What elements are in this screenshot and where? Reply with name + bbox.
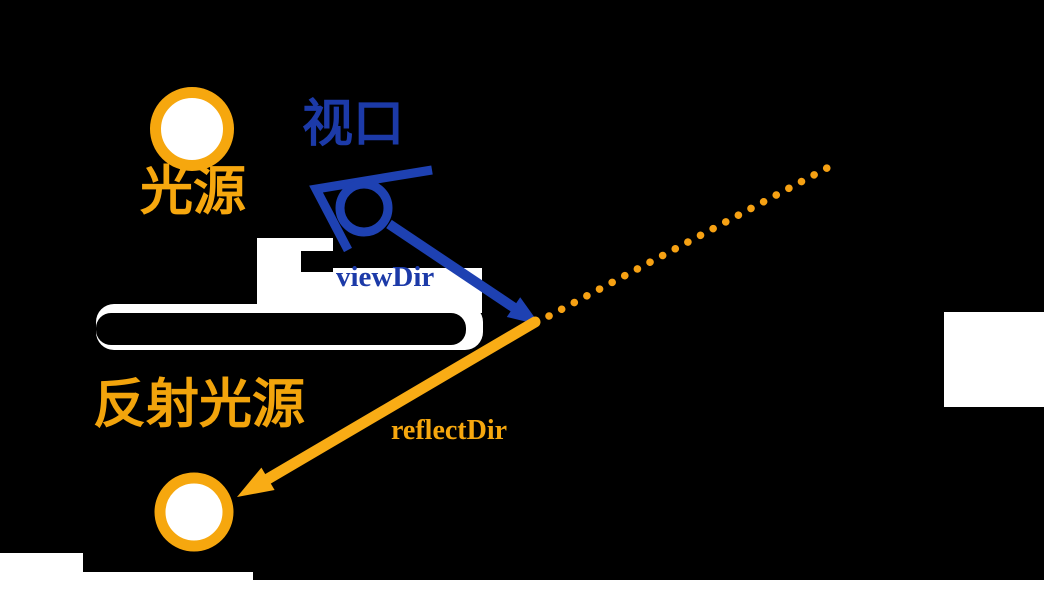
light-source-circle-icon bbox=[150, 87, 234, 171]
reflected-light-source-label: 反射光源 bbox=[93, 376, 305, 434]
white-artifact-bottom-left bbox=[0, 553, 83, 600]
white-artifact-notch bbox=[301, 251, 333, 272]
reflect-dir-shaft bbox=[260, 316, 541, 486]
reflect-dir-arrowhead bbox=[237, 467, 275, 497]
viewport-label: 视口 bbox=[302, 97, 405, 153]
view-dir-shaft bbox=[386, 219, 519, 314]
eye-pupil bbox=[335, 179, 393, 237]
light-source-label: 光源 bbox=[140, 163, 246, 221]
view-dir-label: viewDir bbox=[336, 261, 435, 293]
white-artifact-bottom-mid bbox=[83, 572, 253, 600]
reflected-light-source-circle-icon bbox=[154, 472, 234, 552]
white-artifact-viewdir bbox=[330, 268, 482, 313]
surface-bar bbox=[96, 313, 466, 345]
eye-icon bbox=[309, 165, 433, 253]
reflect-dir-label: reflectDir bbox=[391, 415, 508, 446]
white-artifact-bottom-strip bbox=[253, 580, 1044, 600]
reflected-ray-dotted-line bbox=[545, 164, 831, 320]
eye-lid-strokes bbox=[309, 165, 433, 253]
white-artifact-right-block bbox=[944, 312, 1044, 407]
reflect-dir-arrow bbox=[237, 316, 541, 497]
